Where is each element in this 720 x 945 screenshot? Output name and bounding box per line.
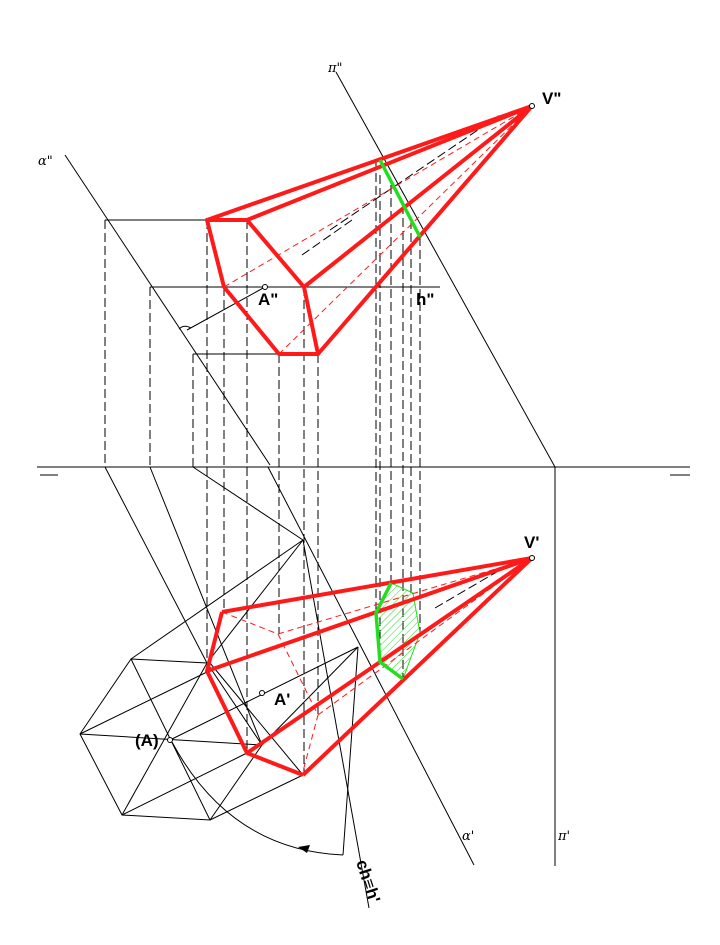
pyramid-front-view	[205, 104, 534, 356]
label-alpha-front: α"	[38, 154, 53, 169]
alpha-front-trace	[64, 154, 271, 466]
label-point-top: A'	[274, 690, 290, 709]
label-point-front: A"	[258, 290, 278, 309]
pyramid-top-view	[205, 556, 534, 777]
label-pi-front: π"	[327, 61, 343, 76]
label-apex-top: V'	[524, 533, 539, 552]
label-apex-front: V"	[542, 89, 561, 108]
section-top	[374, 582, 405, 681]
top-construction	[79, 466, 501, 909]
label-point-rotated: (A)	[135, 731, 159, 750]
ground-line	[37, 466, 690, 476]
apex-top-point	[529, 555, 535, 561]
front-construction	[104, 114, 501, 775]
section-front	[378, 159, 422, 238]
apex-front-point	[529, 103, 535, 109]
pi-front-trace	[335, 71, 556, 468]
point-a-front	[262, 284, 268, 290]
label-alpha-top: α'	[462, 829, 474, 844]
label-horizontal-front: h"	[416, 290, 434, 309]
rotation-arrow-icon	[298, 845, 310, 853]
label-rotation-axis: ch≡h'	[352, 857, 384, 905]
label-pi-top: π'	[557, 829, 570, 844]
